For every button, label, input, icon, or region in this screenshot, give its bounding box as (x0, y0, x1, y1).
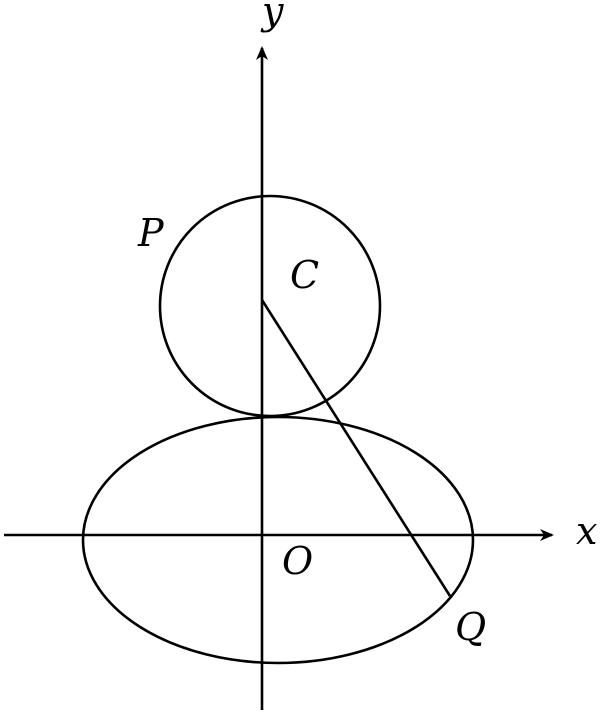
segment-cq (260, 299, 452, 597)
x-axis-label: x (576, 509, 597, 553)
point-p-label: P (137, 211, 165, 255)
center-c-label: C (290, 253, 319, 297)
y-axis-label: y (260, 0, 284, 33)
point-q-label: Q (455, 605, 486, 649)
circle-c (158, 194, 382, 418)
origin-label: O (282, 539, 313, 583)
